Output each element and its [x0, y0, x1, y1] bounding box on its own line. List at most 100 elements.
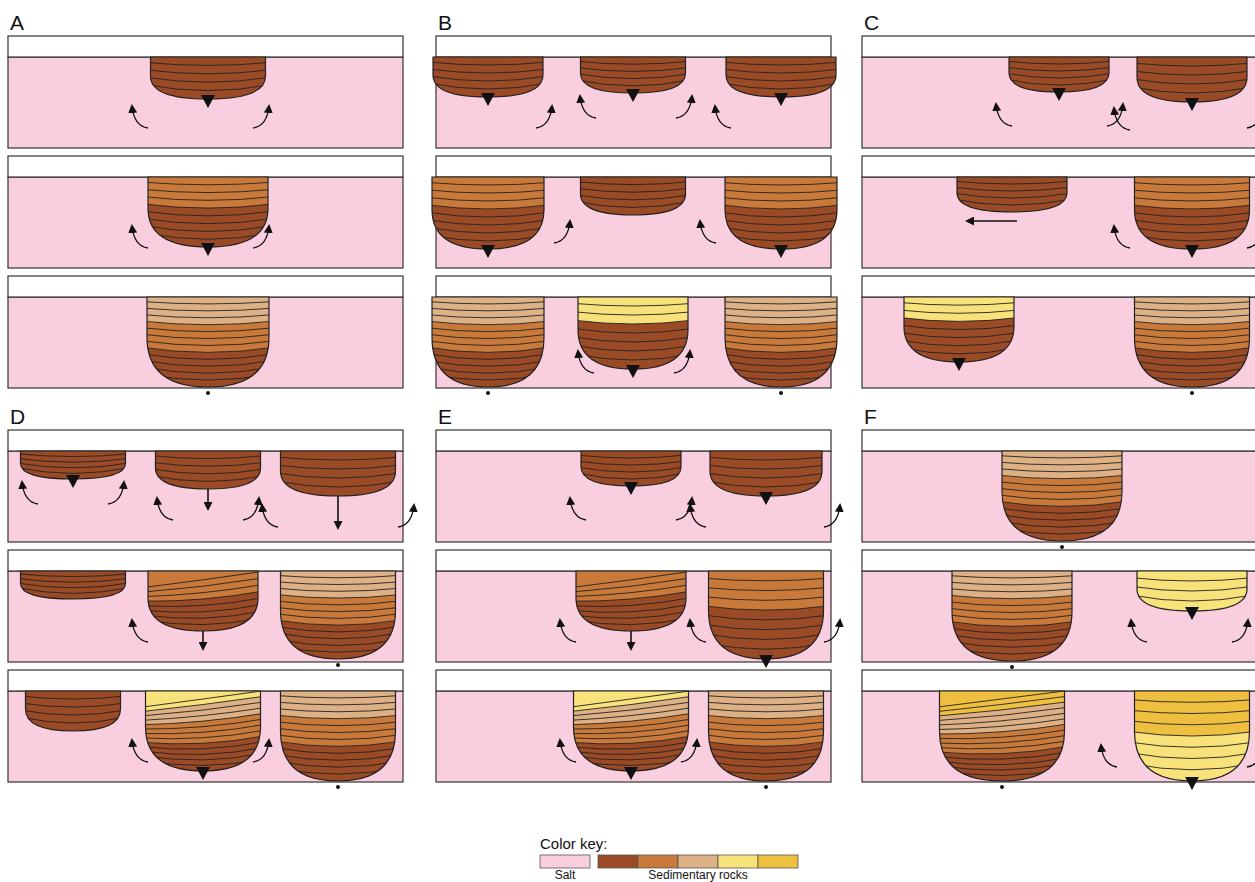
bedding-line	[276, 722, 401, 726]
bedding-line	[720, 227, 842, 233]
salt-flow-arrow	[1247, 745, 1255, 767]
basin-outline	[156, 451, 261, 489]
subsidence-triangle	[626, 365, 640, 378]
bedding-line	[571, 617, 691, 624]
bedding-line	[427, 227, 549, 233]
bedding-line	[899, 333, 1019, 338]
bedding-line	[1004, 61, 1114, 64]
minibasin	[947, 571, 1077, 681]
sediment-layer	[720, 177, 842, 269]
grounded-dot	[486, 391, 490, 395]
bedding-line	[1130, 227, 1255, 233]
panel-letter: A	[10, 12, 24, 34]
bedding-line	[1132, 63, 1252, 66]
bedding-line	[276, 575, 401, 577]
salt-flow-arrow	[560, 620, 576, 642]
bedding-line	[143, 189, 273, 192]
bedding-line	[276, 715, 401, 719]
bedding-line	[16, 578, 131, 582]
bedding-line	[276, 702, 401, 705]
bedding-line	[720, 182, 842, 185]
bedding-line	[704, 578, 829, 581]
bedding-line	[997, 482, 1127, 486]
panel-letter: F	[864, 406, 877, 428]
basin-outline	[1135, 691, 1250, 781]
sediment-layer	[143, 204, 273, 267]
bedding-line	[276, 728, 401, 732]
salt-flow-arrow	[824, 620, 840, 642]
bedding-line	[704, 696, 829, 698]
bedding-line	[428, 83, 548, 89]
translation-arrow	[967, 220, 1017, 221]
bedding-line	[276, 595, 401, 599]
bedding-line	[705, 481, 827, 487]
bedding-line	[427, 197, 549, 201]
bedding-line	[276, 626, 401, 631]
bedding-line	[276, 741, 401, 746]
bedding-line	[143, 204, 273, 208]
sediment-layer	[720, 297, 842, 407]
bedding-line	[569, 724, 694, 733]
basin-outline	[1002, 451, 1122, 541]
bedding-line	[576, 80, 691, 86]
minibasin	[576, 57, 691, 113]
legend-swatch	[758, 855, 798, 868]
legend-title: Color key:	[540, 836, 608, 852]
bedding-line	[721, 83, 841, 89]
bedding-line	[1130, 182, 1255, 185]
sediment-layer	[935, 702, 1070, 801]
sediment-layer	[569, 736, 694, 791]
subsidence-triangle	[1185, 607, 1199, 620]
basin-outline	[709, 691, 824, 781]
bedding-line	[276, 620, 401, 625]
bedding-line	[16, 587, 131, 593]
bedding-line	[720, 328, 842, 332]
basin-outline	[432, 297, 544, 387]
salt-layer	[436, 451, 831, 542]
bedding-line	[427, 205, 549, 209]
sediment-layer	[569, 696, 694, 791]
minibasin	[427, 177, 549, 269]
basin-outline	[581, 451, 681, 486]
bedding-line	[576, 74, 691, 79]
bedding-line	[143, 211, 273, 216]
bedding-line	[704, 761, 829, 767]
bedding-line	[573, 345, 693, 351]
bedding-line	[997, 475, 1127, 479]
bedding-line	[569, 730, 694, 739]
bedding-line	[427, 220, 549, 225]
minibasin	[428, 57, 548, 117]
basin-outline	[940, 691, 1065, 781]
bedding-line	[952, 193, 1072, 198]
basin-outline	[1009, 57, 1109, 92]
bedding-line	[704, 735, 829, 740]
bedding-line	[1132, 595, 1252, 601]
bedding-line	[997, 514, 1127, 520]
basin-outline	[1135, 177, 1250, 249]
bedding-line	[997, 488, 1127, 492]
bedding-line	[576, 467, 686, 472]
salt-flow-arrow	[398, 505, 414, 527]
bedding-line	[142, 328, 274, 332]
bedding-line	[1004, 79, 1114, 85]
bedding-line	[997, 469, 1127, 472]
basin-outline	[710, 451, 822, 496]
salt-flow-arrow	[690, 620, 706, 642]
basin-outline	[1137, 57, 1247, 102]
bedding-line	[141, 702, 266, 716]
basin-outline	[146, 691, 261, 771]
minibasin	[16, 571, 131, 619]
subsidence-arrow	[337, 496, 339, 528]
panel-letter: D	[10, 406, 25, 428]
minibasin	[143, 177, 273, 267]
bedding-line	[935, 718, 1070, 729]
bedding-line	[16, 574, 131, 577]
overburden-bar	[8, 156, 403, 177]
sediment-layer	[997, 451, 1127, 561]
sediment-layer	[573, 320, 693, 389]
sediment-layer	[997, 475, 1127, 561]
salt-flow-arrow	[157, 498, 173, 520]
bedding-line	[16, 454, 131, 457]
bedding-line	[142, 302, 274, 304]
bedding-line	[947, 621, 1077, 626]
